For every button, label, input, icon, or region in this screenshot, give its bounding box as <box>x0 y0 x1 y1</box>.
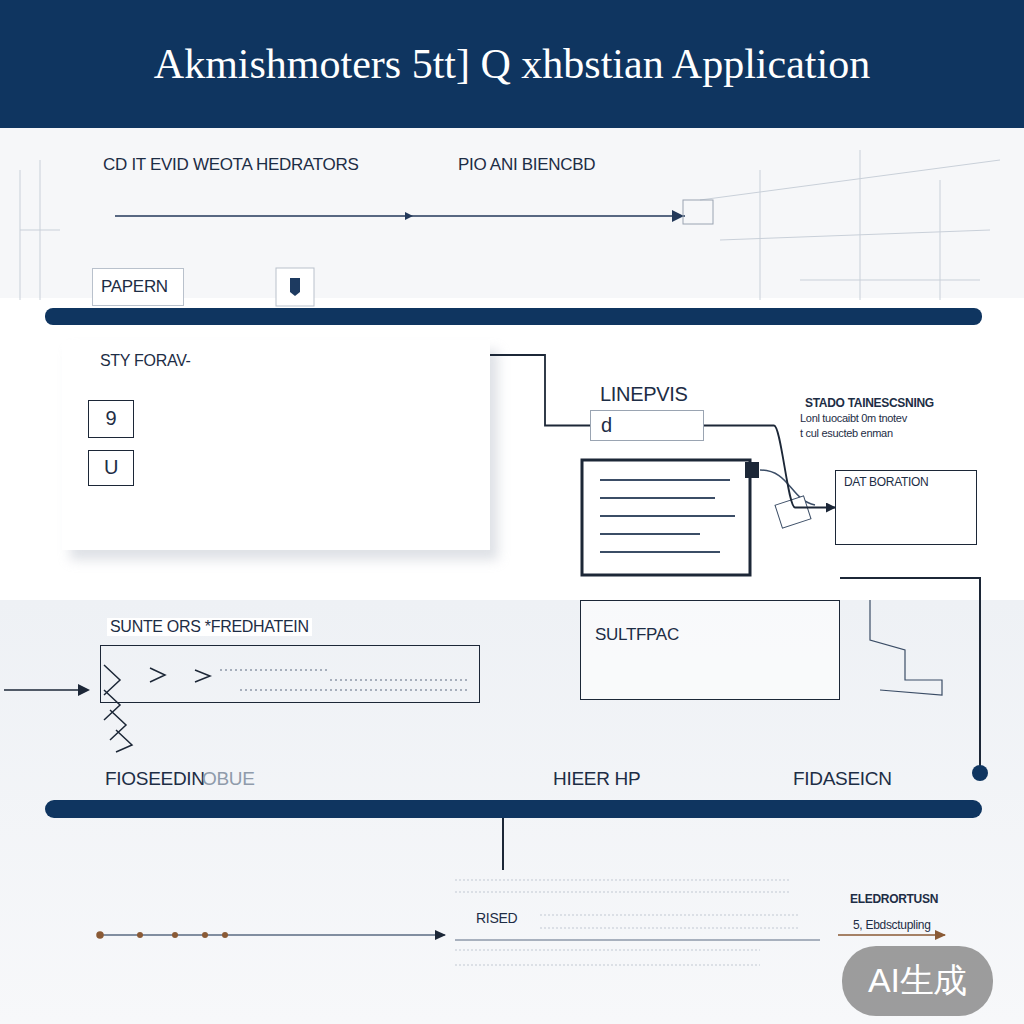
section-label: CD IT EVID WEOTA HEDRATORS <box>103 155 358 175</box>
title-text: Akmishmoters 5tt] Q xhbstian Application <box>154 40 870 88</box>
callout-text: t cul esucteb enman <box>800 427 893 439</box>
icon-box <box>276 268 314 306</box>
node-text: DAT BORATION <box>844 475 968 489</box>
node-text: STY FORAV- <box>100 352 452 370</box>
input-line <box>4 689 88 691</box>
number-box: 9 <box>88 400 134 438</box>
callout-text: STADO TAINESCSNING <box>805 396 934 410</box>
orange-arrow <box>935 930 946 940</box>
navy-bar <box>45 308 982 325</box>
drop-line <box>502 818 504 870</box>
row-line <box>455 940 820 941</box>
column-label: HIEER HP <box>553 768 640 790</box>
process-panel: SULTFPAC <box>580 600 840 700</box>
node-text: PAPERN <box>101 277 175 297</box>
row-label: 5, Ebdsctupling <box>853 918 931 932</box>
dotted-rows <box>220 670 470 690</box>
faint-rows <box>455 880 800 965</box>
info-box: DAT BORATION <box>835 470 977 545</box>
node-heading: LINEPVIS <box>597 383 691 406</box>
chevron-stack <box>104 665 210 752</box>
bottom-timeline <box>100 934 445 936</box>
node-text: 9 <box>99 407 123 430</box>
navy-bar <box>45 800 982 818</box>
number-box: U <box>88 450 134 486</box>
lined-box-rows <box>600 480 735 552</box>
lined-box <box>582 460 750 575</box>
timeline-line <box>115 215 685 217</box>
node-text: d <box>601 414 693 437</box>
field-box: LINEPVISd <box>590 410 704 441</box>
title-bar: Akmishmoters 5tt] Q xhbstian Application <box>0 0 1024 128</box>
input-arrow <box>78 684 90 696</box>
lower-ground <box>0 600 1024 1024</box>
plug-icon <box>745 462 759 478</box>
node-text: SULTFPAC <box>595 625 825 645</box>
frame-line <box>840 578 980 773</box>
node-heading: SUNTE ORS *FREDHATEIN <box>107 618 312 636</box>
watermark: AI生成 <box>842 946 993 1016</box>
sketch-shape <box>870 600 942 695</box>
connector <box>490 355 590 426</box>
column-label: FIOSEEDIN <box>105 768 205 790</box>
column-label: FIDASEICN <box>793 768 892 790</box>
callout-text: Lonl tuocaibt 0m tnotev <box>800 412 907 424</box>
timeline-arrows <box>405 210 684 222</box>
timeline-arrow <box>435 930 446 940</box>
row-label: RISED <box>476 910 517 926</box>
timeline-dots <box>137 932 228 938</box>
node-text: U <box>99 456 123 479</box>
tag-box: PAPERN <box>92 268 184 306</box>
section-label: PIO ANI BIENCBD <box>458 155 595 175</box>
faint-sketch <box>20 150 1000 300</box>
timeline-end-box <box>683 200 713 224</box>
column-label: OBUE <box>202 768 255 790</box>
end-dot <box>972 765 988 781</box>
row-label: ELEDRORTUSN <box>850 892 938 906</box>
process-panel: SUNTE ORS *FREDHATEIN <box>100 645 480 703</box>
panel: STY FORAV- 9U <box>62 340 490 550</box>
plug-sketch <box>775 496 811 528</box>
title-band <box>0 0 1024 128</box>
shield-icon <box>290 278 300 296</box>
orange-line <box>838 934 945 936</box>
